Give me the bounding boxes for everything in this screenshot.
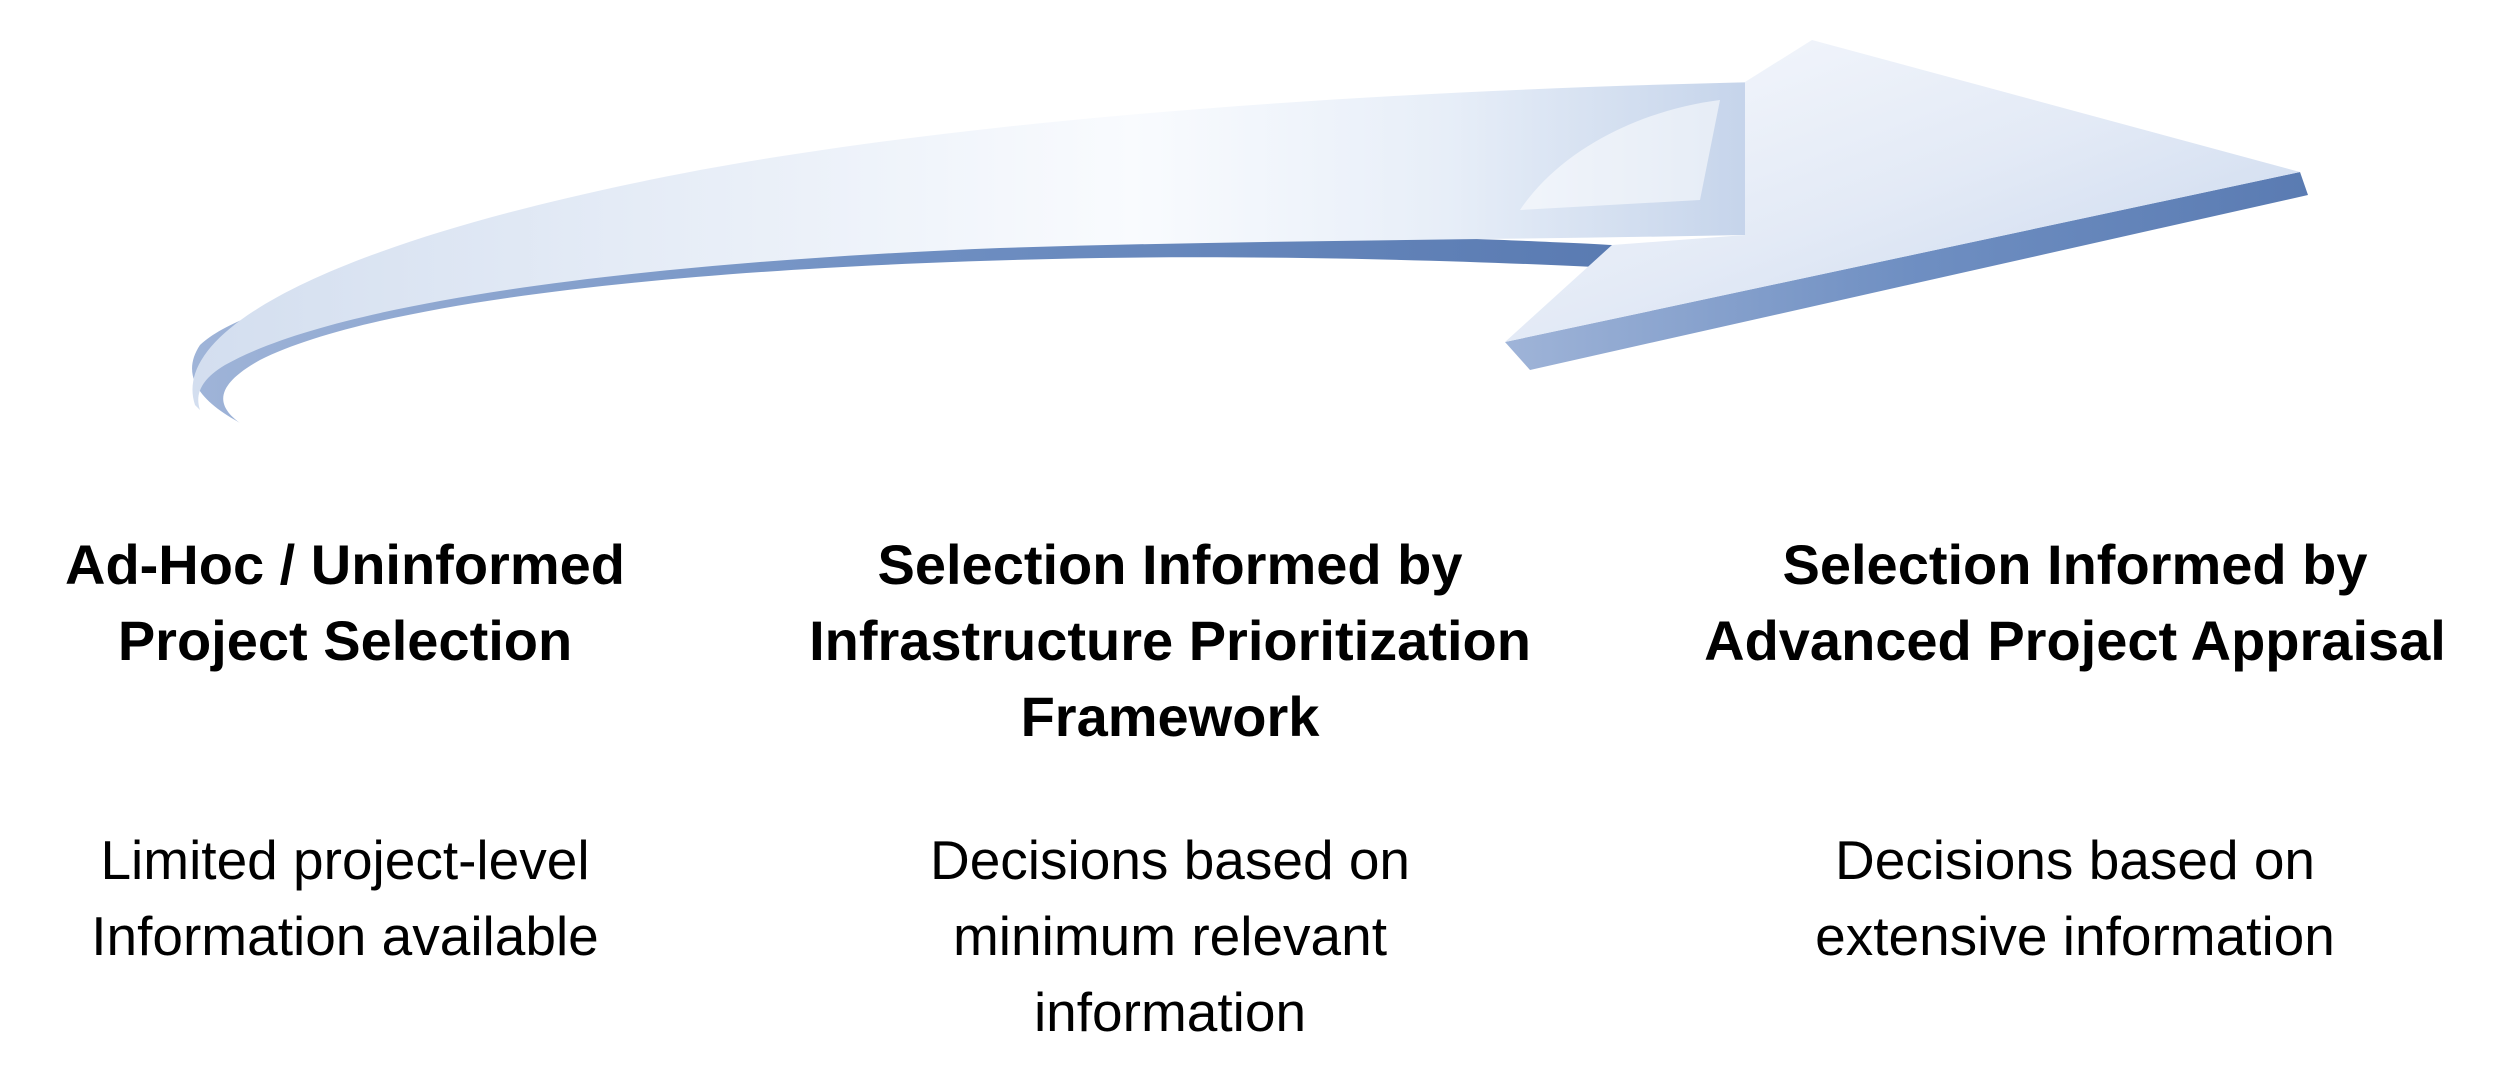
stage-title: Selection Informed by Infrastructure Pri… [809,533,1531,748]
stage-description: Limited project-level Information availa… [91,829,599,967]
stage-title: Selection Informed by Advanced Project A… [1704,533,2446,672]
stage-description: Decisions based on minimum relevant info… [929,829,1410,1043]
arrow-head-face [1505,40,2300,342]
arrow-head-edge [1505,172,2308,370]
arrow-shaft-face [192,82,1760,410]
stage-description: Decisions based on extensive information [1815,829,2335,967]
stage-title: Ad-Hoc / Uninformed Project Selection [65,533,625,672]
arrow-highlight [1520,100,1720,210]
